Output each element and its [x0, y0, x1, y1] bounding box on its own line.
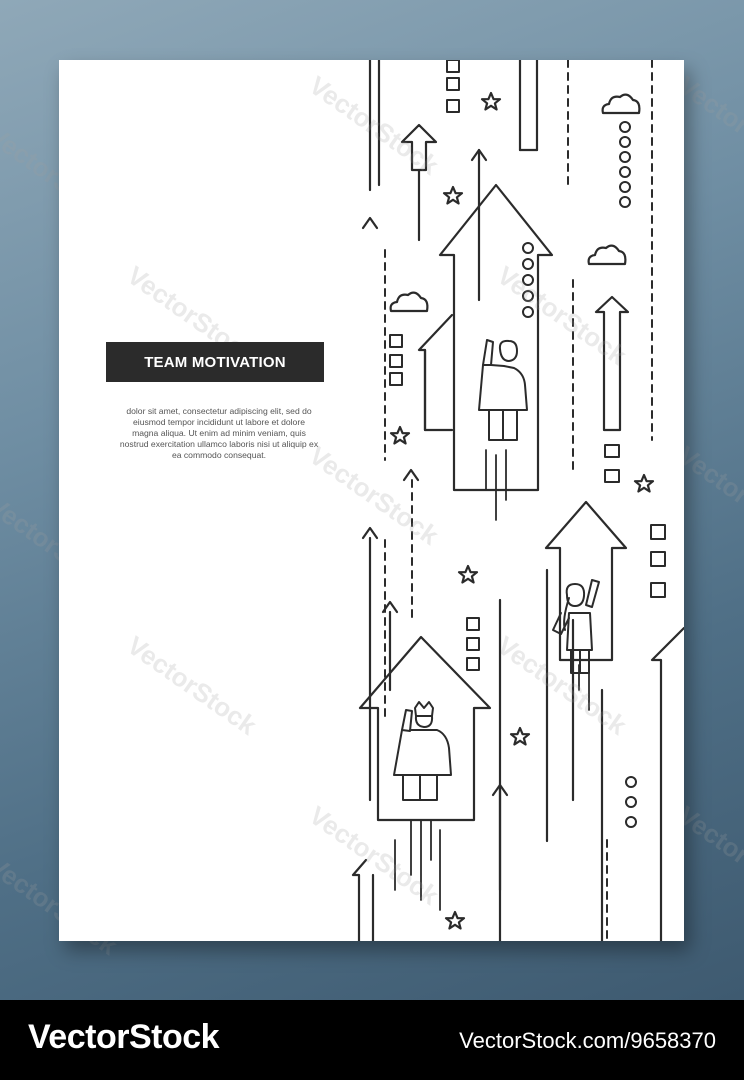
poster-body-text: dolor sit amet, consectetur adipiscing e…	[119, 406, 319, 460]
arrows-illustration	[351, 60, 684, 941]
brand-logo: VectorStock	[28, 1018, 220, 1056]
image-url: VectorStock.com/9658370	[459, 1028, 716, 1053]
poster: VectorStock VectorStock VectorStock Vect…	[59, 60, 684, 941]
poster-title: TEAM MOTIVATION	[106, 342, 324, 382]
background-stage: VectorStock VectorStock VectorStock Vect…	[0, 0, 744, 1000]
footer-bar: VectorStock VectorStock.com/9658370	[0, 1000, 744, 1080]
